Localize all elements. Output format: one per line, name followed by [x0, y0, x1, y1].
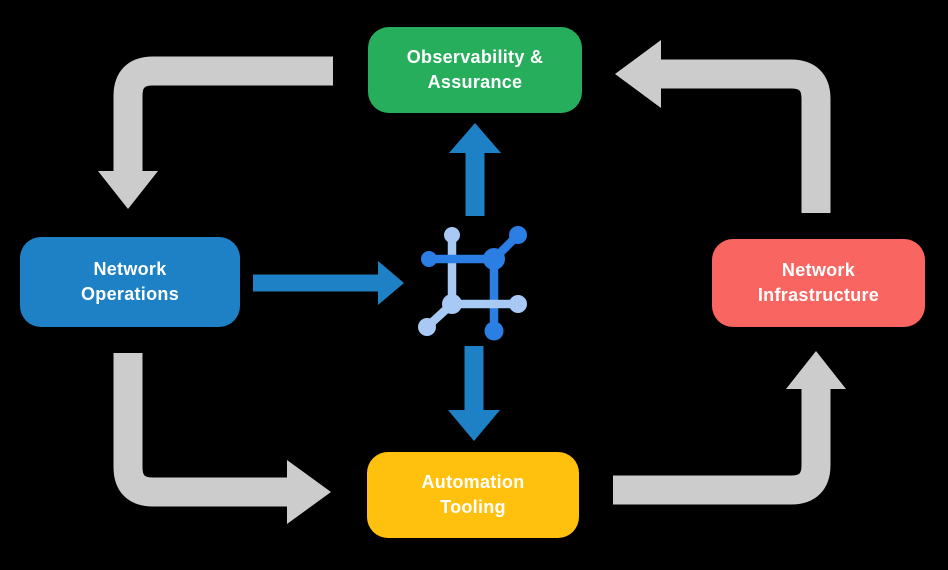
node-label-infrastructure: Network Infrastructure	[757, 260, 880, 305]
arrow-automation-to-infrastructure	[613, 351, 846, 505]
arrow-infrastructure-to-observability	[615, 40, 831, 213]
node-label-automation: Automation Tooling	[421, 472, 525, 517]
arrow-head-left-icon	[615, 40, 661, 108]
node-network-infrastructure: Network Infrastructure	[712, 239, 925, 327]
arrow-head-down-icon	[448, 410, 500, 441]
icon-node	[483, 248, 505, 270]
icon-node	[509, 295, 527, 313]
node-label-observability: Observability & Assurance	[406, 47, 544, 92]
icon-node	[509, 226, 527, 244]
icon-node	[484, 321, 504, 341]
node-automation-tooling: Automation Tooling	[367, 452, 579, 538]
arrow-head-right-icon	[378, 261, 404, 305]
icon-node	[442, 294, 462, 314]
arrow-head-right-icon	[287, 460, 331, 524]
node-network-operations: Network Operations	[20, 237, 240, 327]
arrow-center-to-observability	[449, 123, 501, 216]
icon-node	[444, 227, 460, 243]
arrow-observability-to-operations	[98, 56, 333, 209]
arrow-operations-to-automation	[113, 353, 331, 524]
arrow-head-down-icon	[98, 171, 158, 209]
arrow-center-to-automation	[448, 346, 500, 441]
arrow-shaft	[613, 389, 831, 505]
network-fabric-icon	[418, 226, 527, 341]
node-label-operations: Network Operations	[80, 259, 180, 304]
arrow-shaft	[113, 353, 289, 507]
icon-node	[421, 251, 437, 267]
arrow-shaft	[113, 56, 333, 173]
arrow-shaft	[659, 59, 831, 213]
arrow-operations-to-center	[253, 261, 404, 305]
node-observability-assurance: Observability & Assurance	[368, 27, 582, 113]
icon-node	[418, 318, 436, 336]
arrow-head-up-icon	[786, 351, 846, 389]
arrow-head-up-icon	[449, 123, 501, 153]
